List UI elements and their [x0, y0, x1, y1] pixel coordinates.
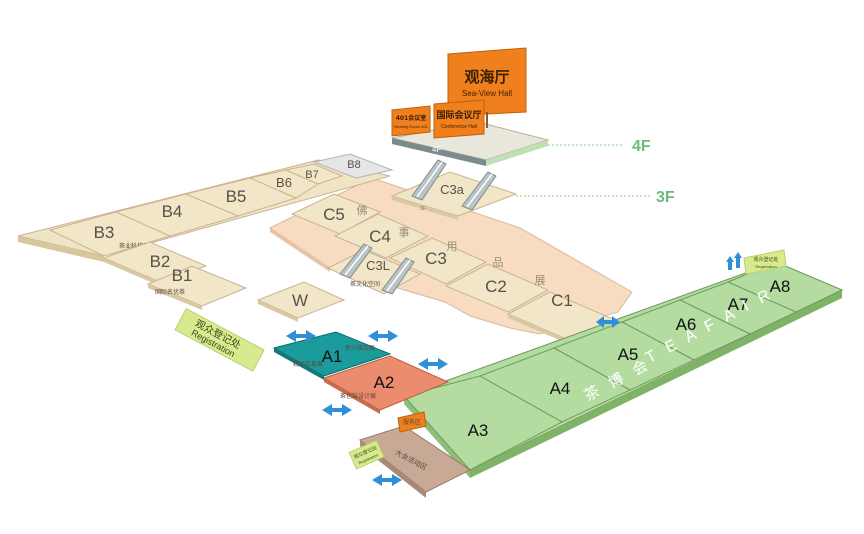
hall-A5-label: A5	[618, 345, 639, 364]
hall-B7-label: B7	[305, 169, 318, 181]
c-zone-vertical-text: 佛 事 用 品 展	[357, 204, 546, 287]
sign-sea-view-hall[interactable]: 观海厅 Sea-View Hall	[447, 47, 527, 128]
sea-view-cn: 观海厅	[464, 68, 509, 86]
hall-C3[interactable]: C3	[388, 237, 488, 285]
service-label: 服务区	[403, 418, 421, 426]
entrance-arrows	[286, 252, 742, 486]
conference-cn: 国际会议厅	[436, 109, 481, 121]
registration-main[interactable]: 观众登记处 Registration	[174, 307, 265, 372]
hall-C4-label: C4	[369, 227, 391, 246]
vertical-char-4: 品	[493, 256, 504, 269]
level-3F[interactable]: C3a 3F	[390, 171, 518, 220]
registration-bottom-left[interactable]: 观众登记处 Registration	[348, 439, 385, 470]
hall-B8-label: B8	[347, 159, 360, 171]
hall-A1[interactable]: A1 新兴茶饮展 精品交易展	[272, 331, 392, 380]
hall-A8-label: A8	[770, 277, 791, 296]
a1-sub-label: 新兴茶饮展	[345, 344, 375, 352]
a1-sub-label-2: 精品交易展	[293, 360, 323, 368]
b1-sub-label: 国际名优茶	[155, 288, 185, 296]
4f-plate-label: 4F	[432, 145, 441, 154]
double-arrow-icon	[372, 474, 402, 486]
vertical-char-2: 事	[399, 226, 410, 239]
hall-C5-label: C5	[323, 205, 345, 224]
service-area-sign: 服务区	[397, 411, 427, 433]
hall-B6-label: B6	[276, 175, 292, 190]
vertical-char-1: 佛	[357, 204, 368, 217]
floor-tag-4F: 4F	[548, 138, 651, 155]
sign-room-401[interactable]: 401会议室 Meeting Room 401	[391, 105, 431, 137]
escalator-upper-1	[411, 159, 447, 201]
registration-tr-en: Registration	[755, 264, 776, 269]
sign-conference-hall[interactable]: 国际会议厅 Conference Hall	[433, 99, 485, 139]
hall-A6[interactable]: A6	[620, 299, 752, 361]
escalator-upper-2	[461, 171, 497, 211]
registration-tr-cn: 观众登记处	[753, 256, 778, 263]
double-arrow-icon	[368, 330, 398, 342]
hall-W[interactable]: W	[256, 281, 346, 322]
up-arrow-icon	[734, 252, 742, 268]
vertical-char-3: 用	[447, 240, 458, 253]
level-4F[interactable]: 4F	[391, 121, 550, 166]
escalator-lower-1	[339, 243, 373, 279]
room401-cn: 401会议室	[396, 114, 427, 122]
double-arrow-icon	[322, 404, 352, 416]
a2-sub-label: 茶包装设计展	[340, 392, 376, 400]
hall-C2-label: C2	[485, 277, 507, 296]
hall-A1-label: A1	[322, 347, 343, 366]
hall-A5[interactable]: A5	[552, 321, 696, 391]
hall-A2-label: A2	[374, 373, 395, 392]
hall-C3-label: C3	[425, 249, 447, 268]
b3-sub-label: 茶业科技展	[119, 242, 149, 250]
hall-C3a-label: C3a	[440, 182, 465, 197]
floor-3F-label: 3F	[656, 189, 675, 206]
vertical-char-5: 展	[535, 274, 546, 287]
hall-B3-label: B3	[94, 223, 115, 242]
conference-en: Conference Hall	[441, 124, 477, 130]
hall-A3-label: A3	[468, 421, 489, 440]
registration-top-right[interactable]: 观众登记处 Registration	[743, 249, 787, 275]
hall-C1-label: C1	[551, 291, 573, 310]
room401-en: Meeting Room 401	[394, 124, 429, 129]
c3l-sub-label: 茶文化空间	[350, 280, 380, 288]
double-arrow-icon	[418, 358, 448, 370]
escalator-lower-2	[381, 257, 415, 295]
hall-C3L-label: C3L	[366, 258, 390, 273]
hall-A3[interactable]: A3	[403, 375, 564, 471]
hall-B1[interactable]: B1 国际名优茶	[146, 265, 248, 310]
sea-view-en: Sea-View Hall	[462, 89, 512, 98]
hall-A2[interactable]: A2 茶包装设计展	[322, 355, 450, 414]
3f-plate-label: 3F	[420, 206, 426, 212]
hall-B5-label: B5	[226, 187, 247, 206]
hall-B1-label: B1	[172, 266, 193, 285]
hall-A7-label: A7	[728, 295, 749, 314]
hall-W-label: W	[292, 291, 308, 310]
hall-B4-label: B4	[162, 202, 183, 221]
hall-B7[interactable]: B7	[284, 163, 344, 185]
hall-B8[interactable]: B8	[312, 153, 394, 179]
double-arrow-icon	[286, 330, 316, 342]
floor-4F-label: 4F	[632, 138, 651, 155]
floor-tag-3F: 3F	[516, 189, 675, 206]
up-arrow-icon	[726, 256, 734, 270]
hall-A4-label: A4	[550, 379, 571, 398]
double-arrow-icon	[596, 316, 620, 328]
hall-C2[interactable]: C2	[444, 263, 550, 313]
activity-area[interactable]: 大会活动区	[358, 425, 471, 498]
hall-B4[interactable]: B4	[114, 193, 240, 237]
hall-A6-label: A6	[676, 315, 697, 334]
hall-B2-label: B2	[150, 252, 171, 271]
